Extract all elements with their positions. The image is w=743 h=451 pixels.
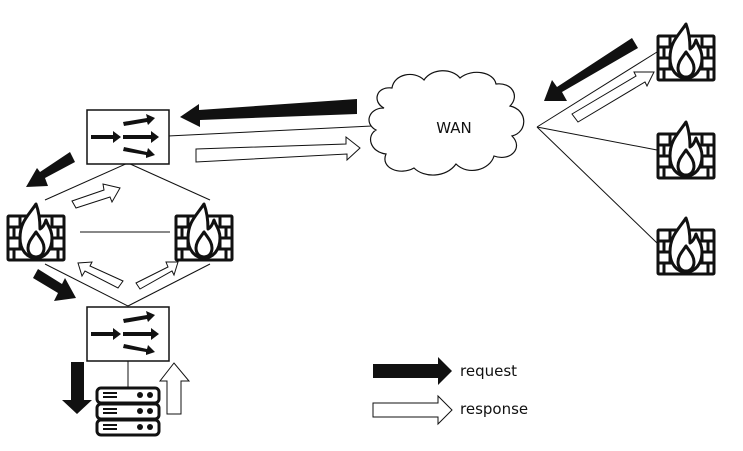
legend-response-label: response [460,400,528,418]
server-rack-icon [95,386,161,437]
response-arrow-fw-to-lb-top [71,183,121,209]
response-arrow-lb-to-fw-right [135,261,179,290]
response-arrows [71,71,655,415]
firewall-remote-1-icon [656,22,716,82]
request-arrow-fw-to-lb [33,269,76,301]
link-fw-left-lb-bottom [44,263,129,307]
request-arrow-remote-to-wan [544,38,638,101]
firewall-remote-3-icon [656,216,716,276]
firewall-right-icon [174,202,234,262]
link-wan-fw-remote-1 [536,51,658,128]
link-lb-top-fw-right [127,162,211,201]
wan-label: WAN [436,119,472,137]
legend: request response [372,357,528,426]
link-wan-fw-remote-2 [536,126,658,151]
request-arrow-lb-to-server [62,362,92,414]
link-lb-top-fw-left [44,162,129,201]
firewall-left-icon [6,202,66,262]
legend-request-label: request [460,362,517,380]
wan-cloud: WAN [368,70,525,176]
response-arrow-lb-to-wan [195,135,361,163]
links [44,51,658,388]
load-balancer-bottom-icon [86,306,170,362]
response-arrow-server-to-lb [158,362,191,415]
request-arrow-wan-to-lb [180,99,357,127]
link-lb-top-wan [167,125,373,137]
request-arrows [26,38,638,414]
load-balancer-top-icon [86,109,170,165]
link-fw-right-lb-bottom [127,263,211,307]
response-arrow-wan-to-remote [571,71,655,123]
response-arrow-fw-left-to-lb [77,261,124,289]
firewall-remote-2-icon [656,120,716,180]
legend-request-arrow [373,357,452,385]
legend-response-arrow [372,394,453,426]
request-arrow-lb-to-fw [26,152,75,187]
link-wan-fw-remote-3 [536,126,658,244]
